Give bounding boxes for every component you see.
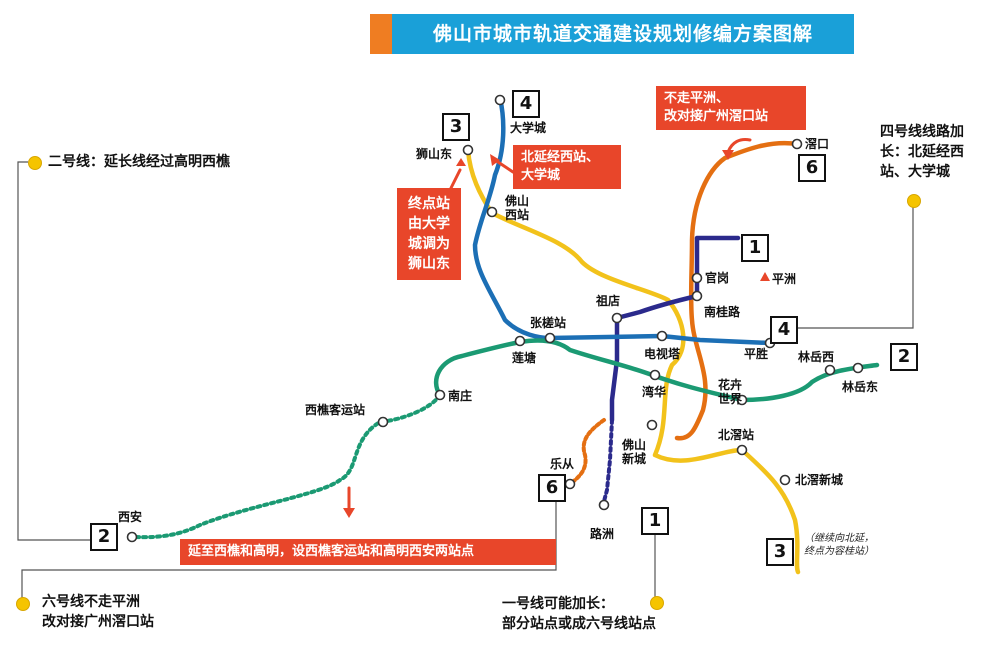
station-dot-xian: [126, 531, 138, 543]
station-foshan-xincheng: 佛山 新城: [622, 438, 647, 466]
station-dot-zudian: [611, 312, 623, 324]
station-dot-lianlu: [514, 335, 526, 347]
title-accent: [370, 14, 392, 54]
badge-line1-bottom: 1: [641, 507, 669, 535]
callout-line3-terminus: 终点站 由大学 城调为 狮山东: [397, 188, 461, 280]
station-dot-nanzhuang: [434, 389, 446, 401]
line-2-extension: [133, 393, 442, 540]
line-2-path: [433, 338, 880, 403]
badge-line3-top: 3: [442, 113, 470, 141]
badge-line1-top: 1: [741, 234, 769, 262]
station-zhangcha: 张槎站: [530, 316, 567, 330]
line-4-path: [472, 95, 773, 346]
station-beijiao: 北滘站: [718, 428, 755, 442]
note-line2-connector: [17, 161, 92, 541]
arrow-line4-callout: [493, 158, 515, 174]
station-lianlu: 莲塘: [512, 351, 537, 365]
station-xian: 西安: [118, 510, 143, 524]
station-dot-foshan-xizhan: [486, 206, 498, 218]
line-1-extension: [601, 418, 614, 507]
note-line4-connector: [798, 200, 914, 329]
arrow-line3-callout: [448, 168, 462, 192]
line-3-path: [465, 147, 801, 575]
station-shishandong: 狮山东: [416, 147, 453, 161]
note-line6-connector: [21, 500, 557, 603]
arrowhead-line4: [490, 154, 500, 166]
station-jiaokou: 滘口: [805, 137, 830, 151]
station-dot-nanguilu: [691, 290, 703, 302]
station-dot-huahui: [736, 394, 748, 406]
station-dot-linyuexi: [824, 364, 836, 376]
station-daxuecheng: 大学城: [510, 121, 547, 135]
arrowhead-line2: [343, 508, 355, 518]
station-dot-xiqiao: [377, 416, 389, 428]
station-luzhou: 路洲: [590, 527, 615, 541]
station-linyuedong: 林岳东: [842, 380, 879, 394]
station-huahui: 花卉 世界: [718, 378, 743, 406]
station-dot-luzhou: [598, 499, 610, 511]
station-dot-jiaokou: [791, 138, 803, 150]
station-nanzhuang: 南庄: [448, 389, 473, 403]
station-dot-beijiao-xincheng: [779, 474, 791, 486]
note-line6: 六号线不走平洲 改对接广州滘口站: [42, 594, 154, 630]
note-line6-dot: [16, 597, 30, 611]
line3-extension-note: （继续向北延， 终点为容桂站）: [804, 533, 874, 557]
station-linyuexi: 林岳西: [798, 350, 835, 364]
station-zudian: 祖店: [596, 294, 621, 308]
note-line1-dot: [650, 596, 664, 610]
callout-line4-extension: 北延经西站、 大学城: [513, 145, 621, 189]
note-line4-dot: [907, 194, 921, 208]
arrow-line6-callout: [726, 138, 752, 154]
note-line1: 一号线可能加长： 部分站点或成六号线站点: [502, 596, 656, 632]
station-dot-lecong: [564, 478, 576, 490]
badge-line3-bottom: 3: [766, 538, 794, 566]
note-line2-dot: [28, 156, 42, 170]
badge-line2-left: 2: [90, 523, 118, 551]
station-dot-beijiao: [736, 444, 748, 456]
station-dot-foshan-xincheng: [646, 419, 658, 431]
station-xiqiao: 西樵客运站: [305, 403, 366, 417]
station-dot-zhangcha: [544, 332, 556, 344]
station-dot-shishandong: [462, 144, 474, 156]
station-foshan-xizhan: 佛山 西站: [505, 194, 530, 222]
badge-line6-bottom: 6: [538, 474, 566, 502]
station-pingsheng: 平胜: [744, 347, 769, 361]
note-line2: 二号线：延长线经过高明西樵: [48, 154, 230, 170]
badge-line6-top: 6: [798, 154, 826, 182]
station-pingzhou: 平洲: [772, 272, 797, 286]
line-6-extension: [568, 418, 606, 486]
station-dot-daxuecheng: [494, 94, 506, 106]
station-beijiao-xincheng: 北滘新城: [795, 473, 844, 487]
map-title: 佛山市城市轨道交通建设规划修编方案图解: [392, 14, 854, 54]
title-bar: 佛山市城市轨道交通建设规划修编方案图解: [370, 14, 854, 54]
station-dot-wanhua: [649, 369, 661, 381]
station-nanguilu: 南桂路: [704, 305, 741, 319]
badge-line4-right: 4: [770, 316, 798, 344]
note-line4: 四号线线路加 长：北延经西 站、大学城: [880, 124, 964, 180]
callout-line6-change: 不走平洲、 改对接广州滘口站: [656, 86, 806, 130]
badge-line4-top: 4: [512, 90, 540, 118]
arrowhead-line6: [722, 150, 734, 160]
station-dianshita: 电视塔: [644, 347, 681, 361]
callout-line2-extension: 延至西樵和高明，设西樵客运站和高明西安两站点: [180, 539, 556, 565]
badge-line2-right: 2: [890, 343, 918, 371]
pingzhou-marker: [760, 272, 770, 281]
station-lecong: 乐从: [550, 457, 575, 471]
station-dot-dianshita: [656, 330, 668, 342]
station-wanhua: 湾华: [642, 385, 667, 399]
station-dot-linyuedong: [852, 362, 864, 374]
station-dot-guangang: [691, 272, 703, 284]
arrowhead-line3: [456, 158, 466, 166]
station-guangang: 官岗: [705, 271, 730, 285]
